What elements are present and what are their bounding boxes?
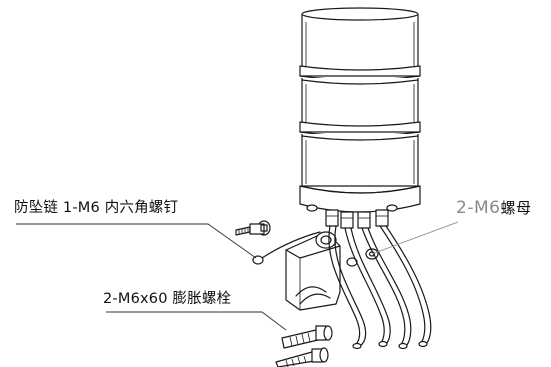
leader-lines [16,221,459,331]
mounting-bracket [285,231,341,311]
leader-chain [16,223,257,259]
label-expansion-bolt: 2-M6x60 膨胀螺栓 [103,291,232,307]
leader-anchor [106,311,287,331]
cable-glands [325,209,389,229]
leader-nut [371,221,459,255]
cables [328,225,432,350]
tower-base [299,185,421,213]
label-chain-screw: 防坠链 1-M6 内六角螺钉 [14,200,179,216]
tower-lens-stack [299,7,421,187]
label-nut-name: 螺母 [500,199,532,217]
label-nut-code: 2-M6 [456,198,501,218]
label-nut: 2-M6螺母 [456,197,531,218]
hex-socket-screw [235,220,271,236]
expansion-bolts [275,325,333,367]
